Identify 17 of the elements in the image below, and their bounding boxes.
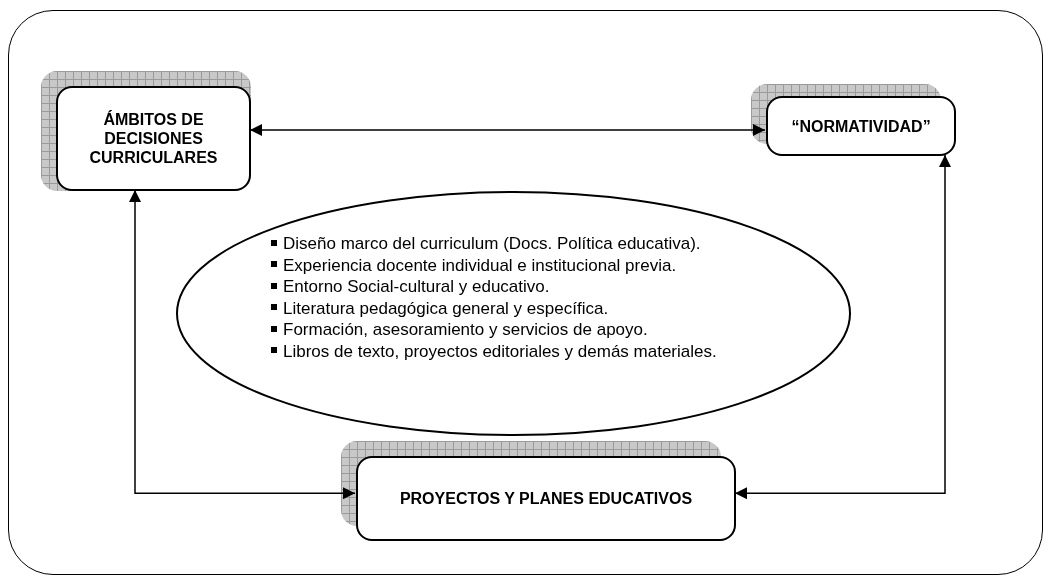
bullet-item: Libros de texto, proyectos editoriales y demás materiales. (271, 340, 746, 362)
box-label: PROYECTOS Y PLANES EDUCATIVOS (399, 489, 693, 508)
bullet-item: Diseño marco del curriculum (Docs. Política educativa). (271, 233, 746, 255)
outer-frame (8, 10, 1043, 575)
bullet-item: Experiencia docente individual e institucional previa. (271, 254, 746, 276)
double-arrow (249, 124, 766, 136)
ellipse-shape (176, 191, 851, 436)
bullet-item: Formación, asesoramiento y servicios de apoyo. (271, 319, 746, 341)
rounded-box (766, 96, 956, 156)
double-arrow (129, 189, 356, 500)
double-arrow (734, 154, 951, 500)
box-label: ÁMBITOS DE DECISIONES CURRICULARES (88, 110, 219, 167)
bullet-item: Entorno Social-cultural y educativo. (271, 276, 746, 298)
rounded-box (356, 456, 736, 541)
box-label: “NORMATIVIDAD” (791, 116, 931, 136)
bullet-item: Literatura pedagógica general y específica. (271, 297, 746, 319)
rounded-box (56, 86, 251, 191)
